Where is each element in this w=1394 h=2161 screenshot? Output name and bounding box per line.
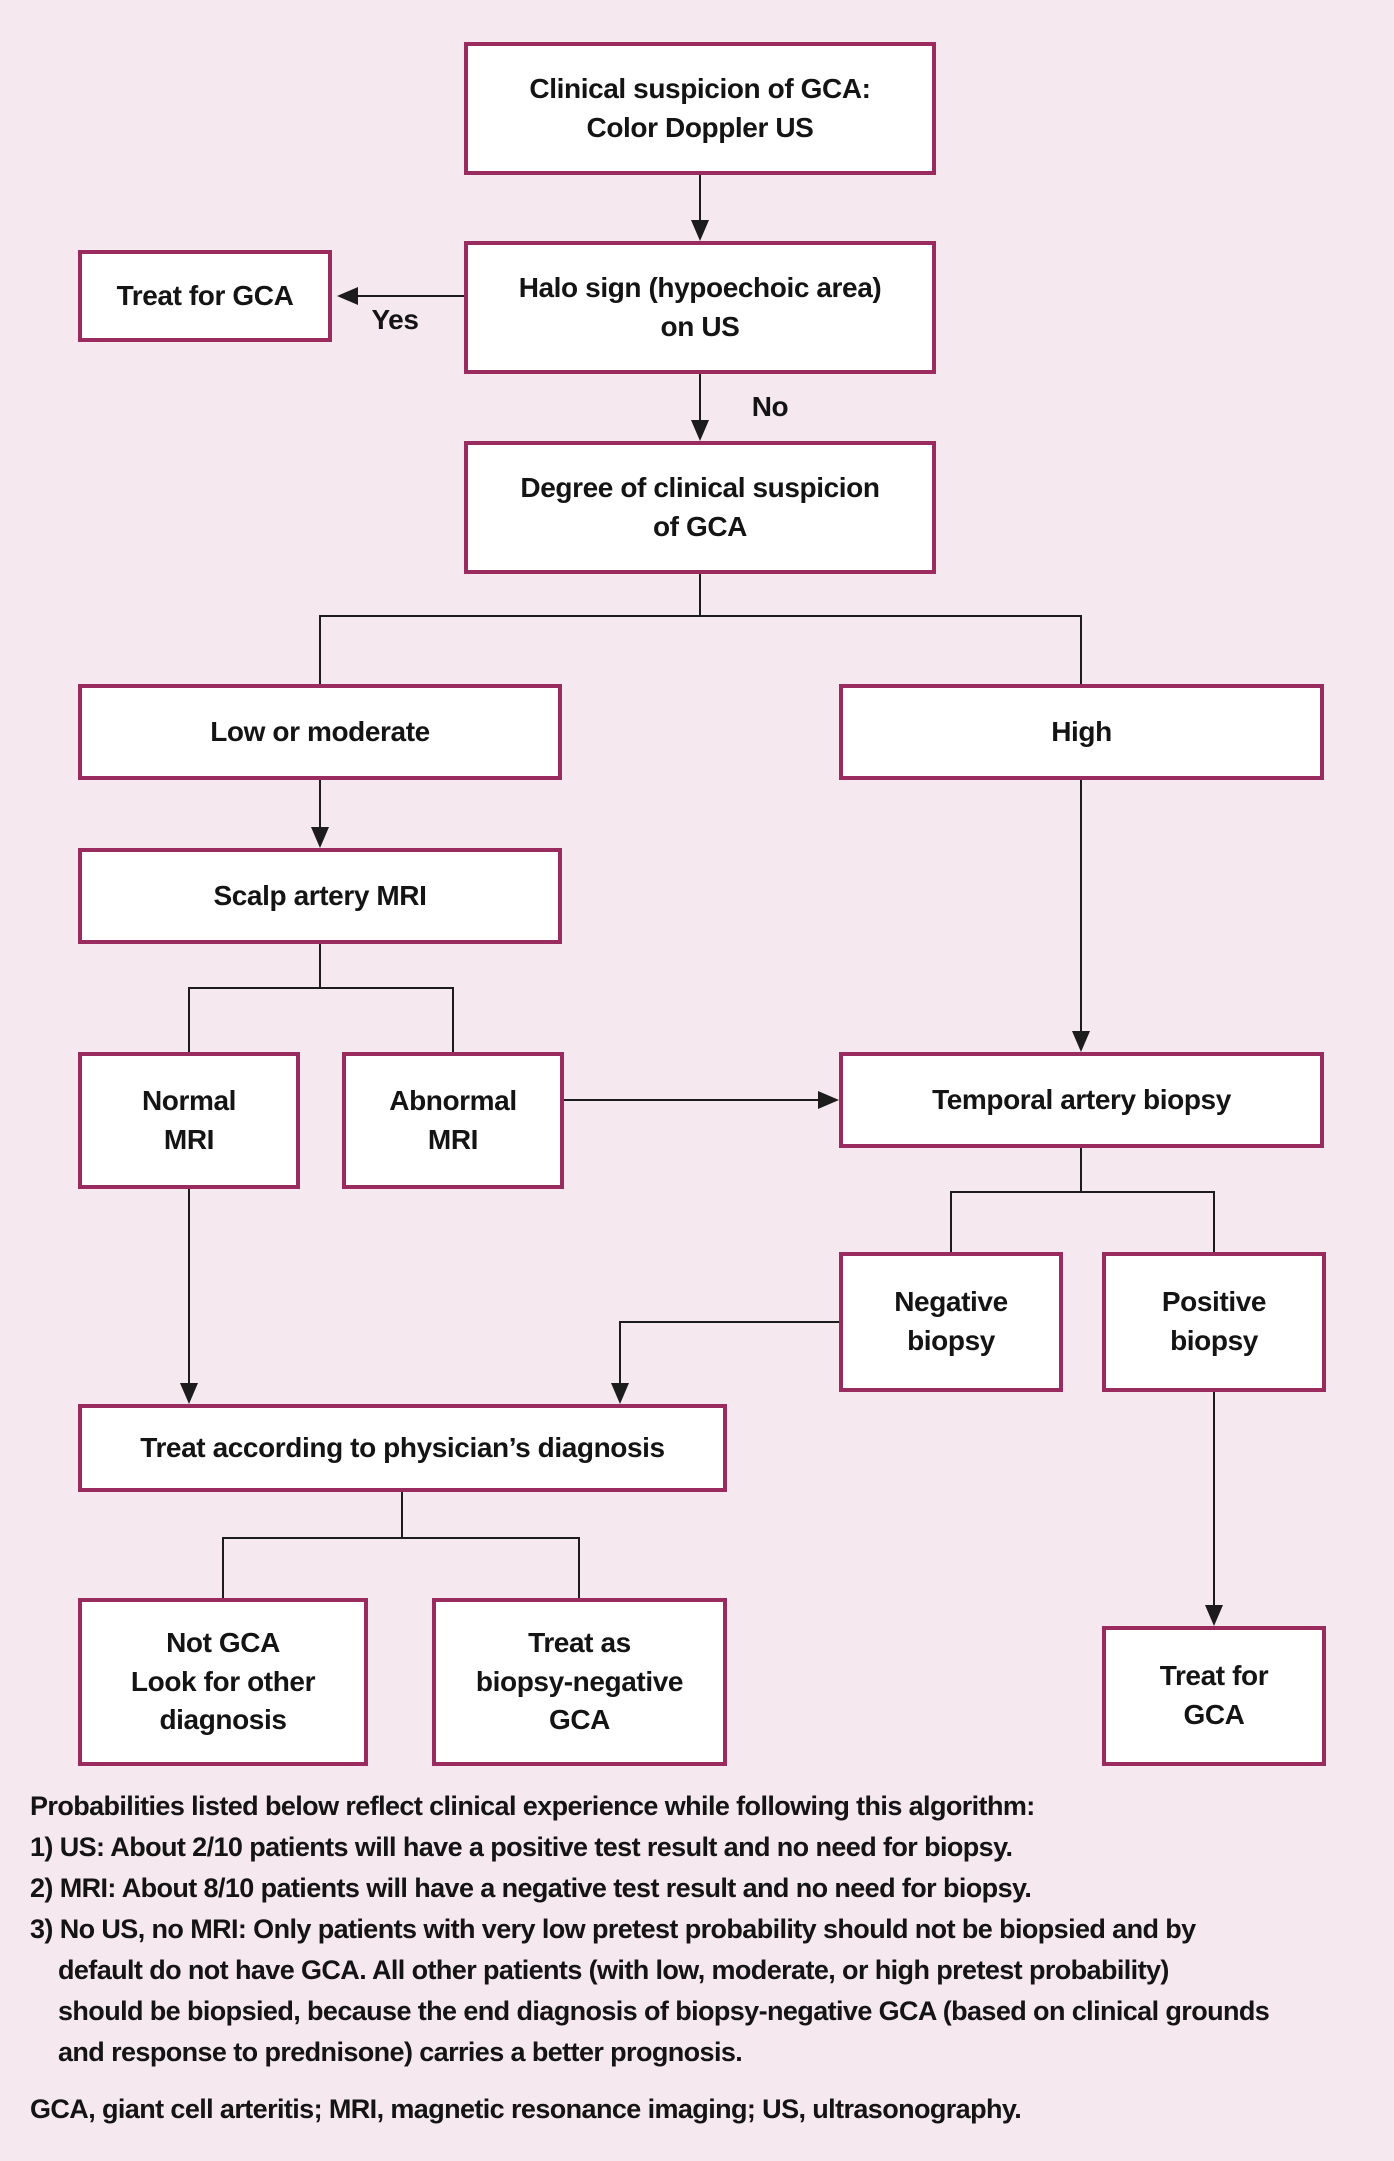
node-treat-as-biopsy-negative: Treat as biopsy-negative GCA bbox=[432, 1598, 727, 1766]
node-treat-for-gca-bottom: Treat for GCA bbox=[1102, 1626, 1326, 1766]
footnote-line: Probabilities listed below reflect clini… bbox=[30, 1791, 1035, 1821]
footnote-line: 2) MRI: About 8/10 patients will have a … bbox=[30, 1873, 1032, 1903]
footnote-line: default do not have GCA. All other patie… bbox=[58, 1955, 1169, 1985]
node-treat-for-gca-top: Treat for GCA bbox=[78, 250, 332, 342]
footnote-line: 1) US: About 2/10 patients will have a p… bbox=[30, 1832, 1013, 1862]
footnote-line: and response to prednisone) carries a be… bbox=[58, 2037, 743, 2067]
footnote-abbreviations: GCA, giant cell arteritis; MRI, magnetic… bbox=[30, 2094, 1022, 2124]
edge-degree-branch bbox=[319, 574, 1082, 684]
node-positive-biopsy: Positive biopsy bbox=[1102, 1252, 1326, 1392]
edge-halo-to-treat-top bbox=[337, 287, 464, 305]
edge-halo-to-degree bbox=[691, 374, 709, 441]
edge-normal-to-treat-according bbox=[180, 1189, 198, 1404]
edge-clinical-to-halo bbox=[691, 175, 709, 241]
node-low-or-moderate: Low or moderate bbox=[78, 684, 562, 780]
node-high: High bbox=[839, 684, 1324, 780]
edge-positive-to-treat-bottom bbox=[1205, 1392, 1223, 1626]
edge-temporal-branch bbox=[950, 1148, 1215, 1252]
footnote-line: 3) No US, no MRI: Only patients with ver… bbox=[30, 1914, 1196, 1944]
node-treat-according-to-diagnosis: Treat according to physician’s diagnosis bbox=[78, 1404, 727, 1492]
edge-scalp-branch bbox=[188, 944, 454, 1052]
node-abnormal-mri: Abnormal MRI bbox=[342, 1052, 564, 1189]
edge-label-no: No bbox=[751, 391, 789, 422]
edge-negative-to-treat-according bbox=[611, 1321, 839, 1404]
node-scalp-artery-mri: Scalp artery MRI bbox=[78, 848, 562, 944]
node-halo-sign: Halo sign (hypoechoic area) on US bbox=[464, 241, 936, 374]
node-clinical-suspicion: Clinical suspicion of GCA: Color Doppler… bbox=[464, 42, 936, 175]
footnote-block: Probabilities listed below reflect clini… bbox=[30, 1786, 1375, 2130]
edge-abnormal-to-temporal bbox=[564, 1091, 839, 1109]
edge-label-yes: Yes bbox=[371, 304, 419, 335]
node-not-gca: Not GCA Look for other diagnosis bbox=[78, 1598, 368, 1766]
edge-low-to-scalp bbox=[311, 780, 329, 848]
node-normal-mri: Normal MRI bbox=[78, 1052, 300, 1189]
node-temporal-artery-biopsy: Temporal artery biopsy bbox=[839, 1052, 1324, 1148]
footnote-line: should be biopsied, because the end diag… bbox=[58, 1996, 1270, 2026]
node-degree-of-suspicion: Degree of clinical suspicion of GCA bbox=[464, 441, 936, 574]
edge-treat-according-branch bbox=[222, 1492, 580, 1598]
node-negative-biopsy: Negative biopsy bbox=[839, 1252, 1063, 1392]
edge-high-to-temporal bbox=[1072, 780, 1090, 1052]
